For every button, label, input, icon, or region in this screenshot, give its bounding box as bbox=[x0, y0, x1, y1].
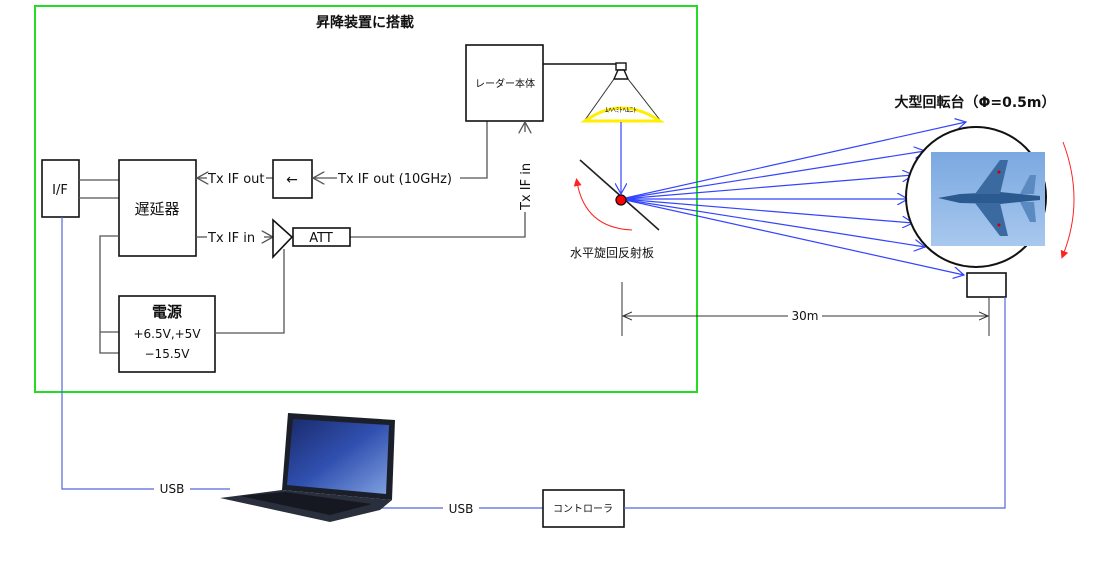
reflector-label: 水平旋回反射板 bbox=[570, 245, 654, 260]
controller-cable bbox=[624, 297, 1006, 509]
power-line2: −15.5V bbox=[145, 347, 191, 361]
turntable-rotation-arrow bbox=[1060, 141, 1075, 259]
converter-label: ← bbox=[286, 172, 298, 188]
interface-label: I/F bbox=[52, 183, 68, 198]
horn-antenna: ﾑﾍﾍﾐﾄﾍﾑﾆﾄ bbox=[580, 62, 665, 123]
reflection-point bbox=[615, 194, 627, 206]
reflector-rotation-arrow bbox=[573, 178, 633, 231]
laptop-icon bbox=[220, 413, 395, 522]
att-block bbox=[292, 227, 351, 247]
tx-if-out-10ghz-label: Tx IF out (10GHz) bbox=[337, 172, 452, 187]
delay-block bbox=[118, 159, 197, 257]
amplifier-symbol bbox=[272, 218, 294, 260]
power-block bbox=[118, 295, 216, 373]
power-line1: +6.5V,+5V bbox=[133, 327, 201, 341]
controller-block bbox=[542, 489, 625, 528]
usb-right-label: USB bbox=[449, 502, 474, 516]
turntable-title: 大型回転台（Φ=0.5m） bbox=[894, 94, 1055, 111]
tx-if-out-label: Tx IF out bbox=[207, 172, 265, 187]
delay-label: 遅延器 bbox=[134, 200, 179, 218]
att-label: ATT bbox=[309, 231, 333, 246]
aircraft-target-image bbox=[931, 152, 1045, 246]
distance-label: 30m bbox=[792, 309, 819, 323]
usb-left-label: USB bbox=[160, 482, 185, 496]
interface-block bbox=[41, 159, 80, 218]
controller-label: コントローラ bbox=[553, 503, 613, 515]
tx-if-in-vertical-label: Tx IF in bbox=[519, 163, 534, 211]
power-title: 電源 bbox=[152, 303, 182, 321]
radar-label: レーダー本体 bbox=[475, 77, 535, 90]
radar-block bbox=[465, 44, 544, 122]
mount-title: 昇降装置に搭載 bbox=[316, 14, 414, 31]
turntable-base bbox=[966, 272, 1007, 298]
beam-rays bbox=[620, 122, 966, 275]
svg-text:ﾑﾍﾍﾐﾄﾍﾑﾆﾄ: ﾑﾍﾍﾐﾄﾍﾑﾆﾄ bbox=[605, 106, 637, 114]
tx-if-in-label: Tx IF in bbox=[207, 231, 255, 246]
